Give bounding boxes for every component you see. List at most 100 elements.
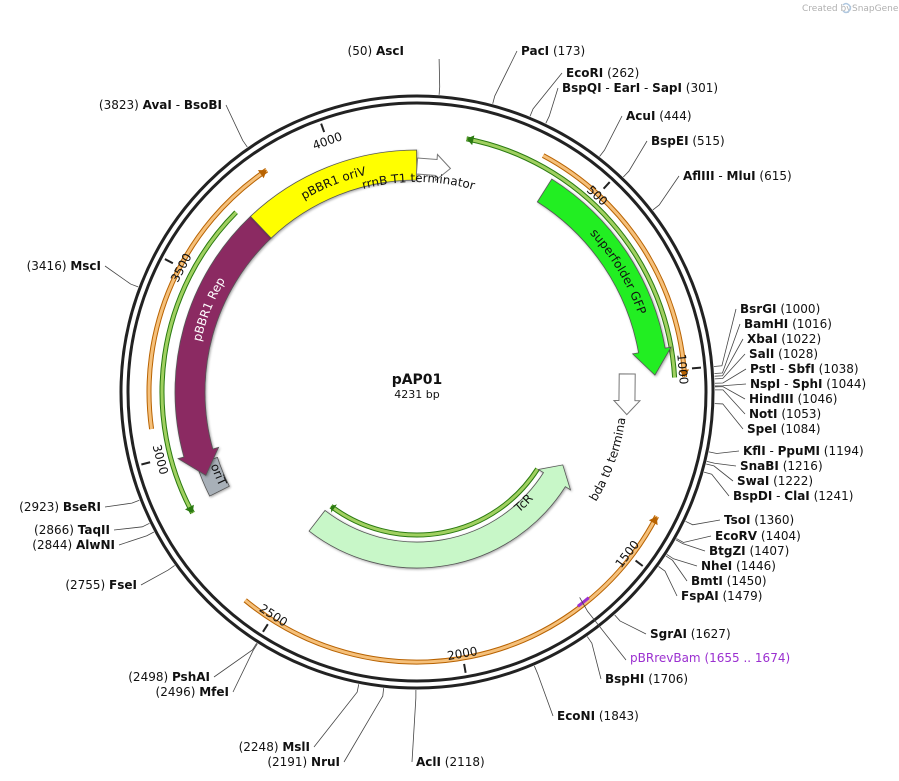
site-nhei[interactable]: NheI (1446) [666, 554, 776, 573]
site-label-bspqi: BspQI - EarI - SapI (301) [562, 81, 718, 95]
site-bspdi[interactable]: BspDI - ClaI (1241) [703, 471, 853, 503]
site-label-nhei: NheI (1446) [701, 559, 776, 573]
feature-pbbr1-oriv[interactable]: pBBR1 oriV [249, 149, 418, 239]
site-label-noti: NotI (1053) [749, 407, 821, 421]
site-label-bsrgi: BsrGI (1000) [740, 302, 820, 316]
site-label-spei: SpeI (1084) [747, 422, 821, 436]
site-afliii[interactable]: AflIII - MluI (615) [652, 169, 792, 211]
site-label-pshai: (2498) PshAI [128, 670, 210, 684]
site-label-btgzi: BtgZI (1407) [709, 544, 789, 558]
backbone-inner-strand [126, 101, 708, 683]
svg-text:2500: 2500 [257, 601, 290, 629]
primer-label-pbrrevbam: pBRrevBam (1655 .. 1674) [630, 651, 790, 665]
site-psti[interactable]: PstI - SbfI (1038) [714, 362, 859, 384]
site-taqii[interactable]: (2866) TaqII [34, 522, 150, 537]
site-label-taqii: (2866) TaqII [34, 523, 110, 537]
site-beseri[interactable]: (2923) BseRI [19, 499, 140, 514]
site-label-kfli: KflI - PpuMI (1194) [743, 444, 864, 458]
tick-4000: 4000 [311, 123, 344, 153]
site-sgrai[interactable]: SgrAI (1627) [614, 614, 731, 641]
site-nspi[interactable]: NspI - SphI (1044) [714, 377, 866, 391]
svg-text:1500: 1500 [612, 538, 642, 571]
site-label-beseri: (2923) BseRI [19, 500, 101, 514]
site-bspei[interactable]: BspEI (515) [623, 134, 725, 178]
site-label-ecorv: EcoRV (1404) [715, 529, 801, 543]
site-spei[interactable]: SpeI (1084) [714, 403, 821, 436]
site-label-msci: (3416) MscI [27, 259, 101, 273]
site-avai[interactable]: (3823) AvaI - BsoBI [99, 98, 248, 148]
site-snabi[interactable]: SnaBI (1216) [706, 459, 823, 473]
svg-text:1000: 1000 [674, 353, 691, 385]
site-ecori[interactable]: EcoRI (262) [529, 66, 639, 117]
site-btgzi[interactable]: BtgZI (1407) [675, 539, 790, 558]
site-acui[interactable]: AcuI (444) [599, 109, 692, 157]
site-label-sgrai: SgrAI (1627) [650, 627, 731, 641]
site-label-bspei: BspEI (515) [651, 134, 725, 148]
site-asci[interactable]: (50) AscI [348, 44, 441, 95]
plasmid-length: 4231 bp [394, 388, 439, 401]
site-msli[interactable]: (2248) MslI [239, 684, 360, 754]
snapgene-brand: SnapGene [852, 4, 899, 14]
svg-text:4000: 4000 [311, 129, 344, 152]
site-nrui[interactable]: (2191) NruI [267, 688, 385, 769]
snapgene-logo-icon [842, 2, 852, 14]
plasmid-name: pAP01 [392, 372, 443, 388]
site-fsei[interactable]: (2755) FseI [65, 565, 175, 592]
site-paci[interactable]: PacI (173) [492, 44, 586, 104]
site-tsoi[interactable]: TsoI (1360) [685, 513, 794, 527]
site-label-mfei: (2496) MfeI [156, 685, 229, 699]
site-noti[interactable]: NotI (1053) [714, 389, 821, 421]
inner-green-tcr-arrow [329, 467, 540, 538]
primers-layer: pBRrevBam (1655 .. 1674) [576, 596, 790, 665]
site-label-bspdi: BspDI - ClaI (1241) [733, 489, 853, 503]
site-label-fspai: FspAI (1479) [681, 589, 762, 603]
site-msci[interactable]: (3416) MscI [27, 259, 139, 288]
site-bamhi[interactable]: BamHI (1016) [714, 317, 832, 374]
site-bspqi[interactable]: BspQI - EarI - SapI (301) [545, 81, 718, 124]
feature-label-lambda-t0-terminator: lambda t0 terminator [0, 0, 628, 504]
site-label-bsphi: BspHI (1706) [605, 672, 688, 686]
site-bmti[interactable]: BmtI (1450) [665, 555, 767, 588]
site-label-afliii: AflIII - MluI (615) [683, 169, 792, 183]
site-label-paci: PacI (173) [521, 44, 585, 58]
site-label-avai: (3823) AvaI - BsoBI [99, 98, 222, 112]
helper-arrows-layer [146, 135, 690, 665]
site-label-sali: SalI (1028) [749, 347, 818, 361]
orange-rep-arrow [146, 168, 269, 430]
orange-1-arrow [541, 153, 690, 378]
tick-1000: 1000 [674, 353, 702, 385]
site-hindiii[interactable]: HindIII (1046) [714, 386, 837, 406]
feature-lambda-t0-terminator[interactable]: lambda t0 terminator [0, 0, 642, 504]
site-sali[interactable]: SalI (1028) [714, 347, 818, 380]
site-label-snabi: SnaBI (1216) [740, 459, 823, 473]
site-econi[interactable]: EcoNI (1843) [533, 665, 639, 723]
feature-tcr[interactable]: TcR [308, 464, 572, 569]
site-acli[interactable]: AclI (2118) [411, 689, 485, 769]
primer-pbrrevbam[interactable]: pBRrevBam (1655 .. 1674) [576, 596, 790, 665]
site-xbai[interactable]: XbaI (1022) [714, 332, 822, 377]
site-kfli[interactable]: KflI - PpuMI (1194) [708, 444, 864, 458]
site-ecorv[interactable]: EcoRV (1404) [676, 529, 801, 543]
site-label-alwni: (2844) AlwNI [32, 538, 115, 552]
site-label-fsei: (2755) FseI [65, 578, 137, 592]
site-label-bamhi: BamHI (1016) [744, 317, 832, 331]
svg-text:2000: 2000 [446, 644, 478, 663]
site-label-bmti: BmtI (1450) [691, 574, 767, 588]
site-mfei[interactable]: (2496) MfeI [156, 643, 258, 699]
site-label-econi: EcoNI (1843) [557, 709, 639, 723]
site-bsphi[interactable]: BspHI (1706) [586, 636, 688, 686]
site-label-psti: PstI - SbfI (1038) [750, 362, 859, 376]
site-fspai[interactable]: FspAI (1479) [658, 566, 763, 603]
inner-green-1-arrow [466, 135, 678, 378]
site-alwni[interactable]: (2844) AlwNI [32, 531, 155, 552]
site-swai[interactable]: SwaI (1222) [706, 463, 813, 488]
site-label-nspi: NspI - SphI (1044) [750, 377, 866, 391]
created-by-label: Created by [802, 4, 852, 14]
site-label-tsoi: TsoI (1360) [724, 513, 794, 527]
site-label-msli: (2248) MslI [239, 740, 310, 754]
site-label-acli: AclI (2118) [416, 755, 485, 769]
orange-tcr-arrow [243, 515, 659, 665]
site-label-asci: (50) AscI [348, 44, 404, 58]
site-bsrgi[interactable]: BsrGI (1000) [713, 302, 820, 367]
site-pshai[interactable]: (2498) PshAI [128, 642, 258, 684]
